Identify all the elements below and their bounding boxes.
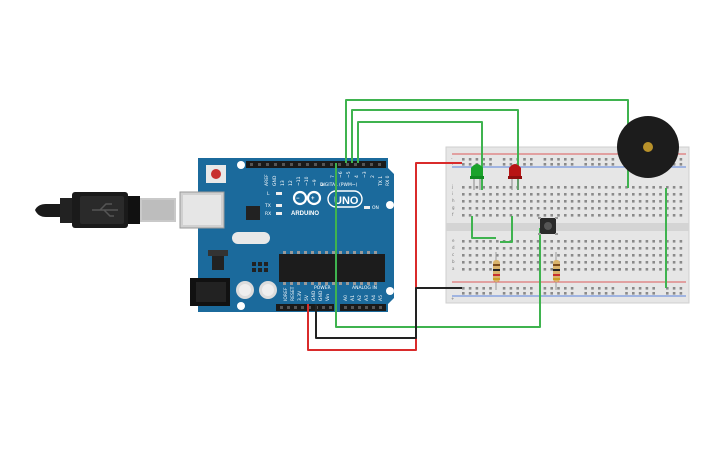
led-icon[interactable]: [470, 164, 484, 190]
usb-chip: [246, 206, 260, 220]
pin-label-2: 2: [370, 175, 376, 178]
pin-label-gnd2: GND: [318, 290, 324, 301]
pin-label-5v: 5V: [304, 294, 310, 301]
usb-cable-icon[interactable]: [35, 192, 176, 228]
pin-label-4: 4: [354, 175, 360, 178]
pin-label-gnd: GND: [272, 175, 278, 186]
breadboard[interactable]: - + - + j i h g f e d c b a: [445, 146, 690, 304]
row-letter-f: f: [452, 212, 454, 217]
row-letter-j: j: [451, 184, 453, 189]
digital-label: DIGITAL (PWM~): [320, 182, 358, 188]
pin-label-a3: A3: [364, 295, 370, 301]
pin-label-tx: TX 1: [378, 176, 384, 187]
row-letter-h: h: [452, 198, 455, 203]
breadboard-holes[interactable]: [462, 158, 683, 295]
crystal: [232, 232, 270, 244]
wire-green-button[interactable]: [335, 163, 541, 328]
pushbutton-icon[interactable]: [538, 217, 558, 235]
led-icon[interactable]: [508, 164, 522, 190]
row-letter-c: c: [452, 252, 454, 257]
row-letter-e: e: [452, 238, 455, 243]
pin-label-9: ~9: [312, 179, 318, 186]
wire-green-green-led[interactable]: [357, 121, 483, 190]
pin-label-gnd1: GND: [311, 290, 317, 301]
svg-text:+: +: [311, 196, 315, 202]
pin-label-7: 7: [330, 175, 336, 178]
pin-label-a0: A0: [343, 295, 349, 301]
atmega-chip: [279, 254, 385, 282]
pin-label-a4: A4: [371, 295, 377, 301]
rail-plus-bottom: +: [451, 296, 454, 301]
icsp-header: [252, 262, 268, 272]
resistor-icon[interactable]: [553, 252, 560, 290]
row-letter-a: a: [452, 266, 455, 271]
label-tx: TX: [264, 203, 271, 209]
wire-green-red-led[interactable]: [351, 109, 519, 190]
pin-label-6: ~6: [338, 171, 344, 178]
label-rx: RX: [265, 211, 271, 217]
row-letter-i: i: [452, 191, 453, 196]
pin-label-8: 8: [320, 183, 326, 186]
pin-label-12: 12: [288, 180, 294, 186]
pin-label-a2: A2: [357, 295, 363, 301]
label-l: L: [267, 191, 270, 197]
wire-green-led-link2[interactable]: [500, 216, 513, 243]
wire-green-led-link[interactable]: [471, 216, 496, 239]
rail-minus-top: -: [451, 156, 453, 161]
pin-label-reset: RESET: [290, 286, 296, 301]
pin-label-11: ~11: [296, 176, 302, 186]
wire-red-5v[interactable]: [307, 162, 462, 351]
power-label: POWER: [314, 285, 331, 291]
center-channel: [446, 223, 689, 231]
pin-label-3: ~3: [362, 171, 368, 178]
row-letter-b: b: [452, 259, 455, 264]
pin-label-aref: AREF: [264, 174, 270, 186]
pin-label-5: ~5: [346, 171, 352, 178]
pin-label-13: 13: [280, 180, 286, 186]
arduino-logo-text: ARDUINO: [291, 211, 319, 217]
pin-label-rx: RX 0: [385, 175, 391, 186]
label-on: ON: [372, 205, 379, 211]
arduino-logo-icon: − +: [292, 190, 322, 206]
row-letter-g: g: [452, 205, 455, 210]
pin-label-a5: A5: [378, 295, 384, 301]
row-letter-d: d: [452, 245, 455, 250]
pin-label-3v3: 3.3V: [297, 290, 303, 301]
svg-text:−: −: [296, 196, 300, 202]
arduino-uno-board[interactable]: AREF GND 13 12 ~11 ~10 ~9 8 7 ~6 ~5 4 ~3…: [179, 158, 394, 312]
pin-label-10: ~10: [304, 176, 310, 186]
pin-label-ioref: IOREF: [283, 287, 289, 301]
buzzer-icon[interactable]: [617, 116, 679, 178]
analog-header[interactable]: [340, 304, 386, 311]
resistor-icon[interactable]: [493, 252, 500, 290]
analog-label: ANALOG IN: [352, 285, 377, 291]
pin-label-vin: Vin: [325, 294, 331, 301]
uno-model-text: UNO: [334, 195, 359, 207]
power-header[interactable]: [276, 304, 334, 311]
wire-black-gnd[interactable]: [315, 287, 462, 339]
pin-label-a1: A1: [350, 295, 356, 301]
